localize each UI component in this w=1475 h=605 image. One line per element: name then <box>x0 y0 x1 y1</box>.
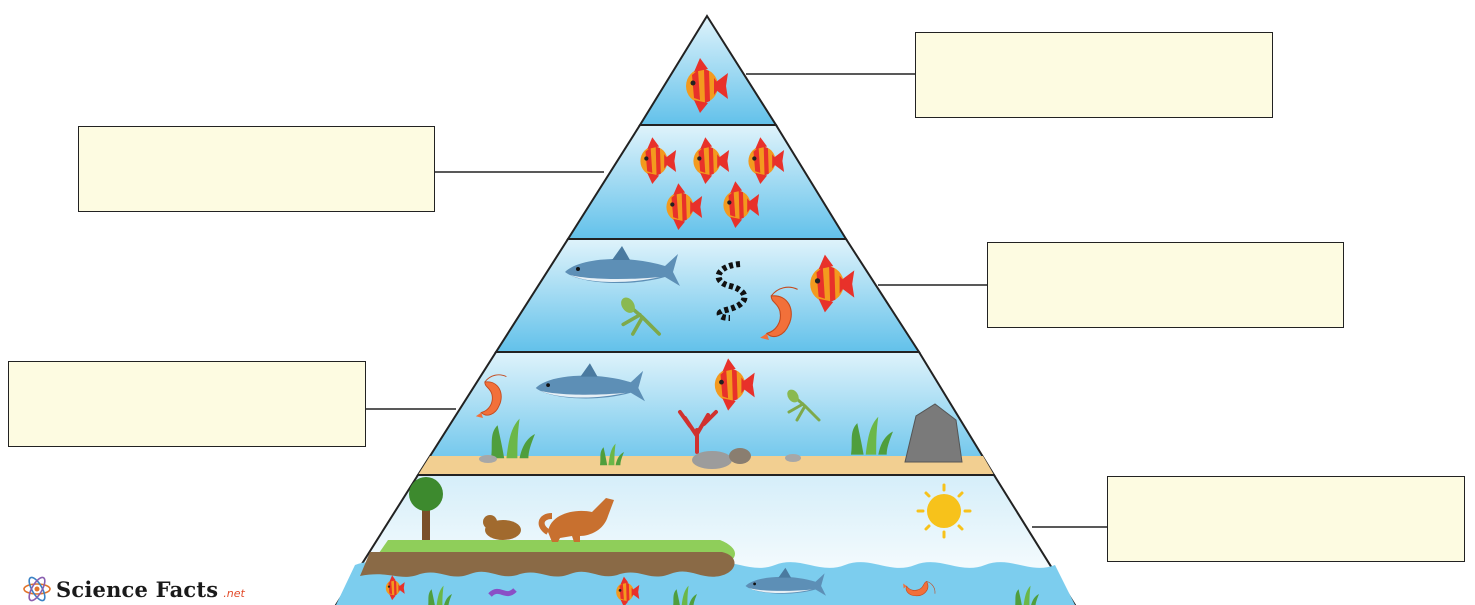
pyramid-level-3 <box>494 238 921 353</box>
sea-snake-icon <box>715 261 748 321</box>
groundhog-icon <box>483 515 521 540</box>
label-box-level-3[interactable] <box>987 242 1344 328</box>
coral-icon <box>678 410 718 454</box>
label-box-level-1[interactable] <box>915 32 1273 118</box>
fox-icon <box>538 498 614 542</box>
land-soil <box>360 552 735 577</box>
logo-suffix-text: .net <box>223 586 245 600</box>
label-box-level-2[interactable] <box>78 126 435 212</box>
label-box-level-4[interactable] <box>8 361 366 447</box>
sciencefacts-logo: Science Facts .net <box>22 574 245 604</box>
atom-icon <box>23 576 51 602</box>
label-box-level-5[interactable] <box>1107 476 1465 562</box>
sun-icon <box>916 483 972 539</box>
tree-icon <box>409 477 443 540</box>
logo-brand-text: Science Facts <box>56 576 219 602</box>
connector-lines <box>366 73 1107 528</box>
worm-icon <box>488 588 517 597</box>
rock-icon <box>479 403 963 469</box>
